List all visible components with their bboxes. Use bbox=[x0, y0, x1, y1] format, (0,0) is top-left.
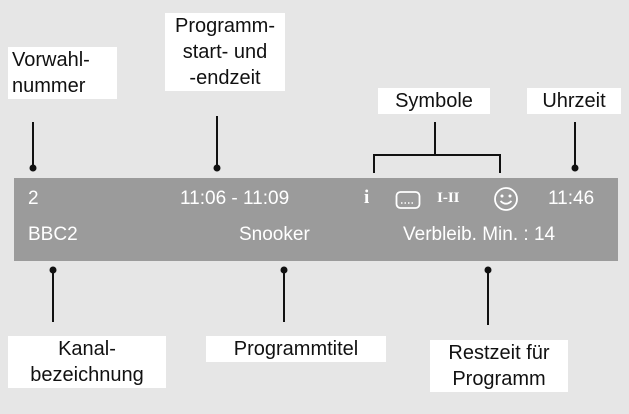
remaining-minutes: Verbleib. Min. : 14 bbox=[403, 224, 556, 245]
clock-time: 11:46 bbox=[548, 188, 595, 209]
callout-channel-name: Kanal- bezeichnung bbox=[8, 336, 166, 388]
program-time-range: 11:06 - 11:09 bbox=[180, 188, 290, 209]
connector-symbols-bracket bbox=[373, 154, 501, 173]
info-bar: 2 11:06 - 11:09 i I-II 11:46 BBC2 Snooke… bbox=[14, 178, 618, 261]
callout-program-time: Programm- start- und -endzeit bbox=[165, 13, 285, 91]
smiley-icon bbox=[493, 186, 519, 217]
dot-program-time bbox=[213, 164, 221, 172]
dot-clock bbox=[571, 164, 579, 172]
dot-preset bbox=[29, 164, 37, 172]
program-title: Snooker bbox=[239, 224, 310, 245]
callout-preset-number: Vorwahl- nummer bbox=[8, 47, 117, 99]
preset-number: 2 bbox=[28, 188, 39, 209]
callout-program-title: Programmtitel bbox=[206, 336, 386, 362]
callout-symbols: Symbole bbox=[378, 88, 490, 114]
callout-clock: Uhrzeit bbox=[527, 88, 621, 114]
callout-remaining-time: Restzeit für Programm bbox=[430, 340, 568, 392]
dual-sound-icon: I-II bbox=[437, 190, 460, 206]
subtitle-icon bbox=[395, 190, 421, 215]
channel-name: BBC2 bbox=[28, 224, 78, 245]
info-icon: i bbox=[364, 187, 370, 208]
